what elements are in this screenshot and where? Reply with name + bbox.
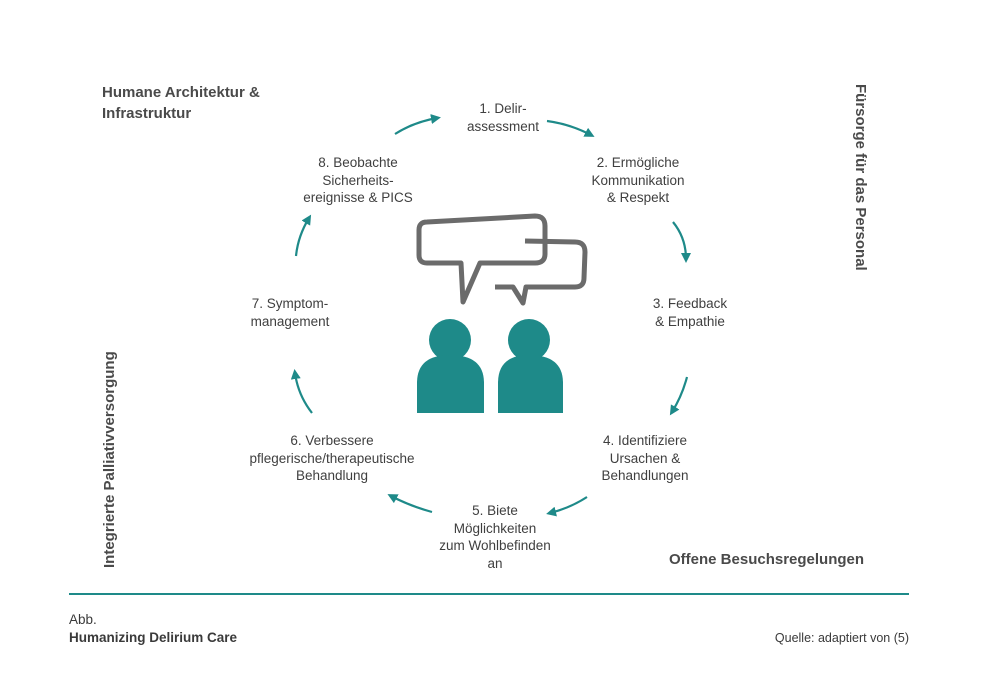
cycle-step-5: 5. Biete Möglichkeiten zum Wohlbefinden … — [439, 503, 551, 571]
arrow-7-to-8 — [294, 214, 312, 257]
footer-source: Quelle: adaptiert von (5) — [774, 631, 909, 645]
arrow-1-to-2 — [546, 119, 595, 137]
arrow-4-to-5 — [546, 496, 588, 517]
cycle-step-6: 6. Verbessere pflegerische/therapeutisch… — [249, 433, 415, 483]
person-left-body-icon — [417, 355, 484, 413]
person-right-head-icon — [508, 319, 550, 361]
arrow-8-to-1 — [394, 114, 441, 135]
arrow-2-to-3 — [672, 221, 691, 263]
corner-label-visiting: Offene Besuchsregelungen — [669, 551, 865, 568]
footer-title: Humanizing Delirium Care — [69, 630, 238, 645]
footer-abb: Abb. — [69, 612, 97, 627]
cycle-step-2: 2. Ermögliche Kommunikation & Respekt — [591, 155, 685, 205]
person-left-head-icon — [429, 319, 471, 361]
arrow-3-to-4 — [669, 376, 689, 416]
corner-label-staff-care: Fürsorge für das Personal — [852, 84, 869, 271]
cycle-step-1: 1. Delir- assessment — [466, 101, 540, 134]
cycle-step-7: 7. Symptom- management — [250, 296, 330, 329]
arrow-5-to-6 — [387, 494, 433, 514]
person-right-body-icon — [498, 355, 563, 413]
cycle-step-8: 8. Beobachte Sicherheits- ereignisse & P… — [303, 155, 413, 205]
corner-label-architecture: Humane Architektur & Infrastruktur — [102, 84, 260, 122]
cycle-step-4: 4. Identifiziere Ursachen & Behandlungen — [601, 433, 689, 483]
arrow-6-to-7 — [290, 369, 313, 414]
speech-bubble-front-icon — [416, 213, 548, 305]
speech-bubble-back-icon — [495, 238, 588, 306]
conversation-illustration — [416, 213, 588, 413]
footer-divider — [69, 593, 909, 595]
cycle-step-3: 3. Feedback & Empathie — [652, 296, 728, 329]
